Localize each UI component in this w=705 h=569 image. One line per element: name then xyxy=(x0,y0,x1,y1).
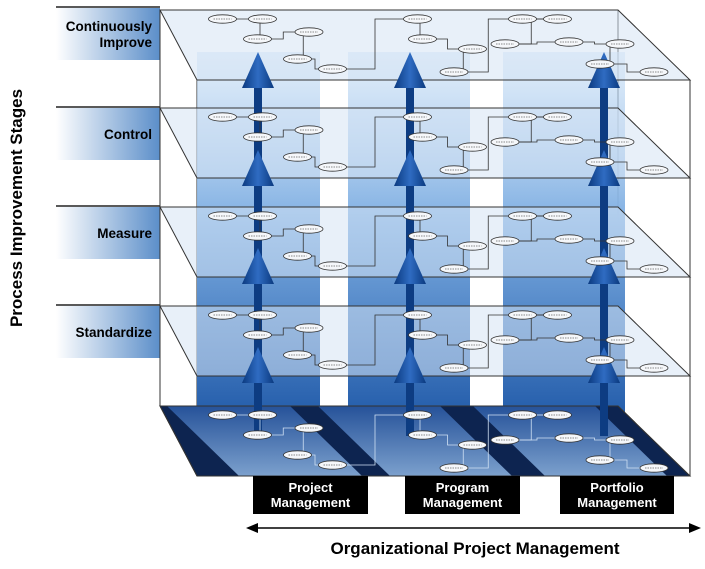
process-network xyxy=(208,112,669,175)
stage-label: Standardize xyxy=(75,325,152,340)
upward-arrow xyxy=(394,52,426,436)
stage-label: Measure xyxy=(97,226,152,241)
process-network xyxy=(208,211,669,274)
process-network xyxy=(208,14,669,77)
domain-label: Project xyxy=(288,480,333,495)
domain-label: Management xyxy=(271,495,351,510)
stage-label: Control xyxy=(104,127,152,142)
domain-label: Management xyxy=(577,495,657,510)
upward-arrow xyxy=(242,52,274,436)
stage-label: Improve xyxy=(99,35,152,50)
domain-label: Program xyxy=(436,480,489,495)
process-network xyxy=(208,310,669,373)
stage-tab: Control xyxy=(56,106,160,160)
upward-arrow xyxy=(588,52,620,436)
stage-tab: Standardize xyxy=(56,304,160,358)
domain-label: Management xyxy=(423,495,503,510)
stage-label: Continuously xyxy=(66,19,153,34)
x-axis-arrow xyxy=(246,523,701,533)
stage-tab: Measure xyxy=(56,205,160,259)
process-network xyxy=(208,410,669,473)
y-axis-label: Process Improvement Stages xyxy=(7,89,26,327)
domain-label: Portfolio xyxy=(590,480,643,495)
x-axis-label: Organizational Project Management xyxy=(330,539,619,558)
